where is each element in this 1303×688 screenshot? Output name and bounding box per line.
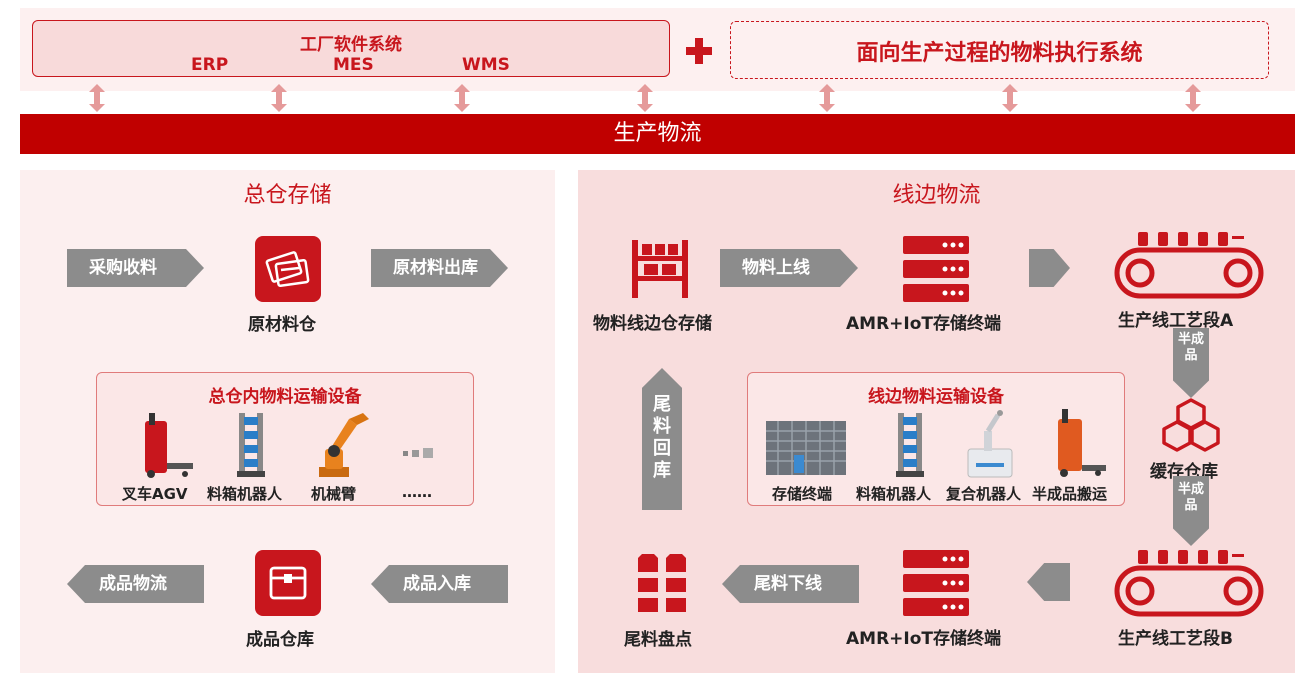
material-online-arrow: 物料上线 xyxy=(720,249,858,287)
line-side-transport-equipment-title: 线边物料运输设备 xyxy=(868,387,1004,407)
line-side-logistics-title: 线边物流 xyxy=(892,183,981,208)
equipment-label-semi-finished-carrier: 半成品搬运 xyxy=(1032,485,1108,503)
forklift-agv-image xyxy=(137,411,197,479)
terminal-top-label: AMR+IoT存储终端 xyxy=(846,314,1002,334)
production-line-a-icon xyxy=(1114,228,1264,300)
double-arrow-icon xyxy=(454,84,470,112)
storage-terminal-top-icon xyxy=(903,236,969,302)
more-dots-icon xyxy=(403,445,443,459)
double-arrow-icon xyxy=(89,84,105,112)
semi-finished-label-top: 半成品 xyxy=(1177,332,1204,363)
equipment-label-composite-robot: 复合机器人 xyxy=(946,485,1022,503)
purchase-receiving-arrow: 采购收料 xyxy=(67,249,204,287)
equipment-label-bin-robot: 料箱机器人 xyxy=(856,485,932,503)
robot-arm-image xyxy=(309,411,373,479)
production-logistics-bar: 生产物流 xyxy=(20,114,1295,154)
semi-finished-label-bottom: 半成品 xyxy=(1177,482,1204,513)
line-side-storage-label: 物料线边仓存储 xyxy=(593,314,712,334)
double-arrow-icon xyxy=(271,84,287,112)
equipment-label-more: …… xyxy=(402,483,432,501)
finished-goods-in-arrow: 成品入库 xyxy=(371,565,508,603)
tail-inventory-label: 尾料盘点 xyxy=(624,630,692,650)
equipment-label-forklift: 叉车AGV xyxy=(122,485,188,503)
tail-inventory-icon xyxy=(636,552,690,612)
raw-material-warehouse-label: 原材料仓 xyxy=(248,315,316,335)
line-side-transport-equipment-box: 线边物料运输设备 xyxy=(747,372,1125,506)
warehouse-transport-equipment-title: 总仓内物料运输设备 xyxy=(208,387,362,407)
tail-offline-arrow: 尾料下线 xyxy=(722,565,859,603)
bin-robot-image xyxy=(233,411,273,479)
warehouse-transport-equipment-box: 总仓内物料运输设备 xyxy=(96,372,474,506)
double-arrow-icon xyxy=(819,84,835,112)
double-arrow-icon xyxy=(637,84,653,112)
equipment-label-storage-terminal: 存储终端 xyxy=(772,485,833,503)
double-arrow-icon xyxy=(1002,84,1018,112)
factory-software-box: 工厂软件系统 ERP MES WMS xyxy=(32,20,670,77)
factory-software-title: 工厂软件系统 xyxy=(300,35,402,55)
general-warehouse-title: 总仓存储 xyxy=(243,183,332,208)
terminal-bottom-label: AMR+IoT存储终端 xyxy=(846,629,1002,649)
storage-terminal-image xyxy=(764,415,848,477)
storage-terminal-bottom-icon xyxy=(903,550,969,616)
production-line-a-label: 生产线工艺段A xyxy=(1118,311,1234,331)
equipment-label-bin-robot: 料箱机器人 xyxy=(207,485,283,503)
raw-material-warehouse-icon xyxy=(255,236,321,302)
equipment-label-robot-arm: 机械臂 xyxy=(311,485,357,503)
tail-return-label: 尾料回库 xyxy=(653,394,671,481)
tail-return-up-arrow xyxy=(642,368,682,510)
shelf-storage-icon xyxy=(630,240,690,298)
double-arrow-icon xyxy=(1185,84,1201,112)
semi-finished-down-arrow-bottom xyxy=(1173,476,1209,546)
system-erp: ERP xyxy=(191,55,229,75)
composite-robot-image xyxy=(962,409,1018,479)
finished-goods-warehouse-icon xyxy=(255,550,321,616)
buffer-warehouse-icon xyxy=(1160,398,1222,452)
material-execution-system-box: 面向生产过程的物料执行系统 xyxy=(730,21,1269,79)
production-logistics-label: 生产物流 xyxy=(613,121,702,146)
system-wms: WMS xyxy=(462,55,510,75)
finished-goods-warehouse-label: 成品仓库 xyxy=(246,630,314,650)
production-line-b-label: 生产线工艺段B xyxy=(1118,629,1233,649)
bin-robot-image xyxy=(892,411,932,479)
material-execution-system-title: 面向生产过程的物料执行系统 xyxy=(856,41,1143,66)
finished-goods-logistics-arrow: 成品物流 xyxy=(67,565,204,603)
plus-icon xyxy=(684,36,714,66)
raw-material-out-arrow: 原材料出库 xyxy=(371,249,508,287)
system-mes: MES xyxy=(333,55,374,75)
semi-finished-carrier-image xyxy=(1048,407,1108,479)
production-line-b-icon xyxy=(1114,546,1264,618)
